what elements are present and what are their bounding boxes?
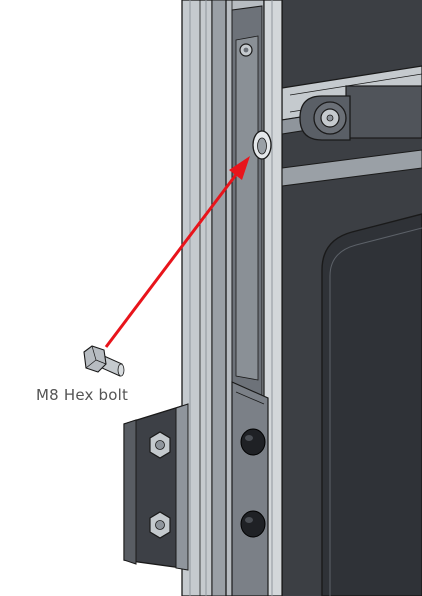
inner-panel-window xyxy=(321,213,422,596)
top-screw-icon xyxy=(239,43,253,57)
red-pointer-arrow xyxy=(104,156,250,348)
hex-nut-icon xyxy=(149,511,171,539)
rubber-bumper-icon xyxy=(240,510,266,538)
bolt-label: M8 Hex bolt xyxy=(36,386,129,404)
outer-frame xyxy=(181,0,227,596)
hex-bolt-icon xyxy=(83,345,125,377)
bolt-hole-target xyxy=(252,130,272,160)
mounting-bracket xyxy=(123,403,189,571)
roller-bracket xyxy=(299,85,422,141)
lower-bracket-plate xyxy=(231,381,269,596)
rubber-bumper-icon xyxy=(240,428,266,456)
hex-nut-icon xyxy=(149,431,171,459)
